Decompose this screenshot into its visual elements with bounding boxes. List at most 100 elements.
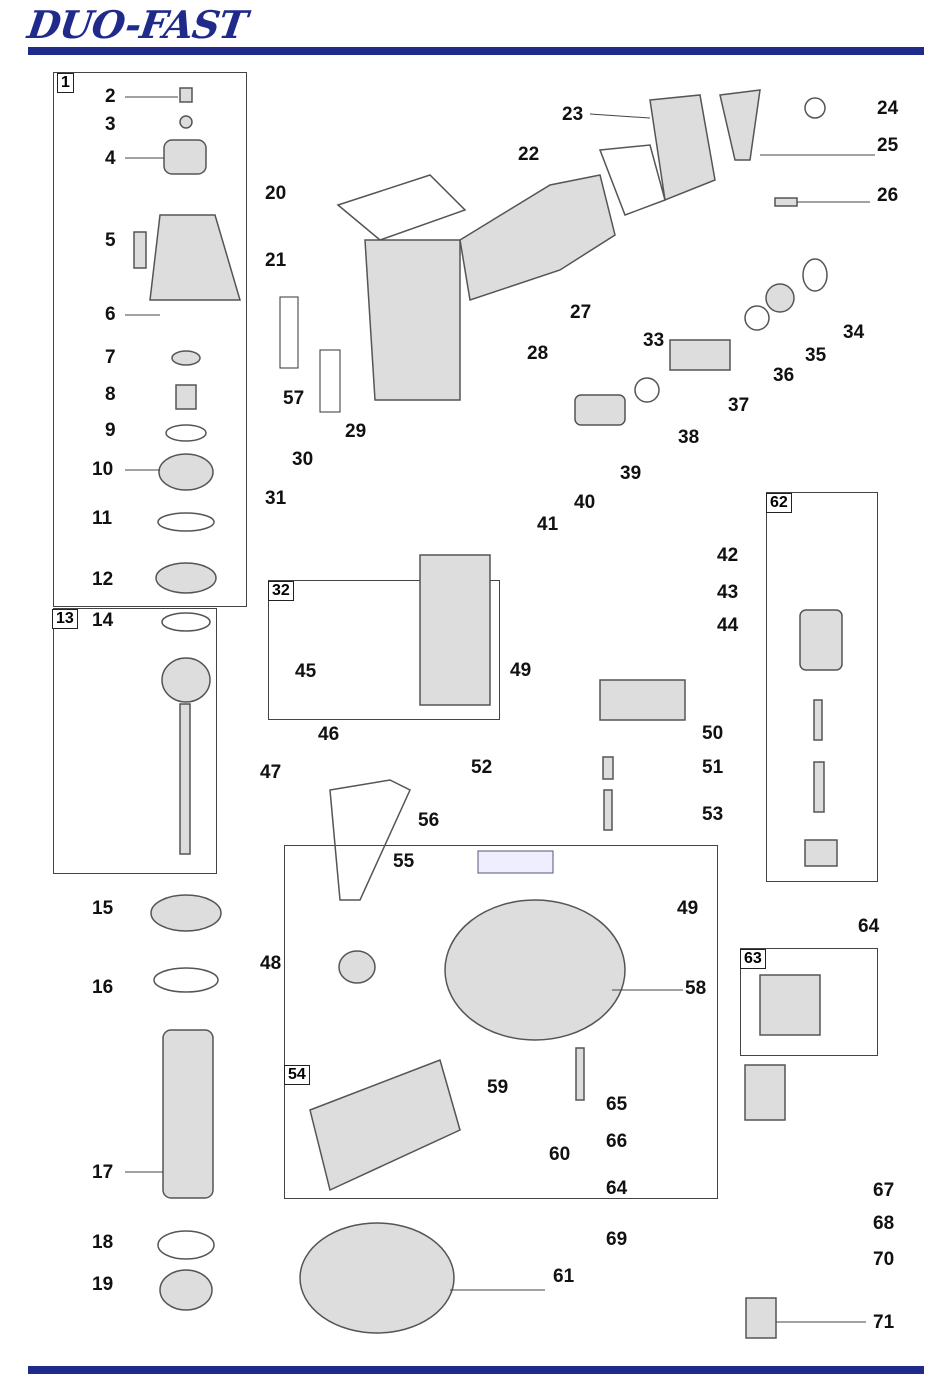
part-label-35: 35: [805, 345, 826, 367]
part-label-17: 17: [92, 1162, 113, 1184]
part-label-60: 60: [549, 1144, 570, 1166]
part-label-41: 41: [537, 514, 558, 536]
part-label-52: 52: [471, 757, 492, 779]
part-label-40: 40: [574, 492, 595, 514]
part-label-56: 56: [418, 810, 439, 832]
part-19: [160, 1270, 212, 1310]
part-label-10: 10: [92, 459, 113, 481]
part-label-64: 64: [858, 916, 879, 938]
part-label-45: 45: [295, 661, 316, 683]
part-18: [158, 1231, 214, 1259]
part-label-55: 55: [393, 851, 414, 873]
part-label-30: 30: [292, 449, 313, 471]
part-label-28: 28: [527, 343, 548, 365]
part-label-7: 7: [105, 347, 116, 369]
part-37: [670, 340, 730, 370]
part-label-53: 53: [702, 804, 723, 826]
part-label-57: 57: [283, 388, 304, 410]
part-label-68: 68: [873, 1213, 894, 1235]
part-label-50: 50: [702, 723, 723, 745]
part-label-16: 16: [92, 977, 113, 999]
part-62-spring: [814, 700, 822, 740]
part-58: [445, 900, 625, 1040]
part-15: [151, 895, 221, 931]
part-label-64b: 64: [606, 1178, 627, 1200]
part-label-22: 22: [518, 144, 539, 166]
part-16: [154, 968, 218, 992]
part-14: [162, 613, 210, 631]
part-62-valve: [800, 610, 842, 670]
part-10: [159, 454, 213, 490]
part-61: [300, 1223, 454, 1333]
part-label-67: 67: [873, 1180, 894, 1202]
part-label-26: 26: [877, 185, 898, 207]
part-9: [166, 425, 206, 441]
part-4: [164, 140, 206, 174]
part-21: [365, 240, 460, 400]
part-handle: [460, 175, 615, 300]
part-label-48: 48: [260, 953, 281, 975]
part-label-66: 66: [606, 1131, 627, 1153]
part-label-27: 27: [570, 302, 591, 324]
part-label-12: 12: [92, 569, 113, 591]
part-35: [766, 284, 794, 312]
part-label-42: 42: [717, 545, 738, 567]
part-34: [803, 259, 827, 291]
part-label-69: 69: [606, 1229, 627, 1251]
part-25: [720, 90, 760, 160]
part-label-39: 39: [620, 463, 641, 485]
part-label-9: 9: [105, 420, 116, 442]
part-5: [134, 232, 146, 268]
part-59: [576, 1048, 584, 1100]
leader-23: [590, 114, 650, 118]
part-label-24: 24: [877, 98, 898, 120]
part-17: [163, 1030, 213, 1198]
part-36: [745, 306, 769, 330]
part-label-18: 18: [92, 1232, 113, 1254]
part-62-cap: [805, 840, 837, 866]
part-label-46: 46: [318, 724, 339, 746]
part-label-58: 58: [685, 978, 706, 1000]
part-51: [603, 757, 613, 779]
part-label-6: 6: [105, 304, 116, 326]
part-label-2: 2: [105, 86, 116, 108]
part-label-59: 59: [487, 1077, 508, 1099]
part-label-47: 47: [260, 762, 281, 784]
part-label-44: 44: [717, 615, 738, 637]
part-60: [310, 1060, 460, 1190]
part-label-5: 5: [105, 230, 116, 252]
part-2: [180, 88, 192, 102]
part-45: [420, 555, 490, 705]
part-label-70: 70: [873, 1249, 894, 1271]
part-label-20: 20: [265, 183, 286, 205]
part-22: [600, 145, 665, 215]
part-20: [338, 175, 465, 240]
part-label-49: 49: [510, 660, 531, 682]
part-50: [600, 680, 685, 720]
part-label-37: 37: [728, 395, 749, 417]
part-label-51: 51: [702, 757, 723, 779]
part-label-43: 43: [717, 582, 738, 604]
part-23: [650, 95, 715, 200]
part-label-11: 11: [92, 508, 112, 530]
part-label-29: 29: [345, 421, 366, 443]
part-6: [150, 215, 240, 300]
part-14b: [162, 658, 210, 702]
part-label-8: 8: [105, 384, 116, 406]
part-12: [156, 563, 216, 593]
part-label-49b: 49: [677, 898, 698, 920]
part-label-15: 15: [92, 898, 113, 920]
part-label-65: 65: [606, 1094, 627, 1116]
part-label-31: 31: [265, 488, 286, 510]
part-48: [339, 951, 375, 983]
part-38: [635, 378, 659, 402]
part-label-71: 71: [873, 1312, 894, 1334]
part-26: [775, 198, 797, 206]
part-71: [746, 1298, 776, 1338]
part-47: [330, 780, 410, 900]
part-11: [158, 513, 214, 531]
part-label-25: 25: [877, 135, 898, 157]
part-label-61: 61: [553, 1266, 574, 1288]
part-66: [745, 1065, 785, 1120]
